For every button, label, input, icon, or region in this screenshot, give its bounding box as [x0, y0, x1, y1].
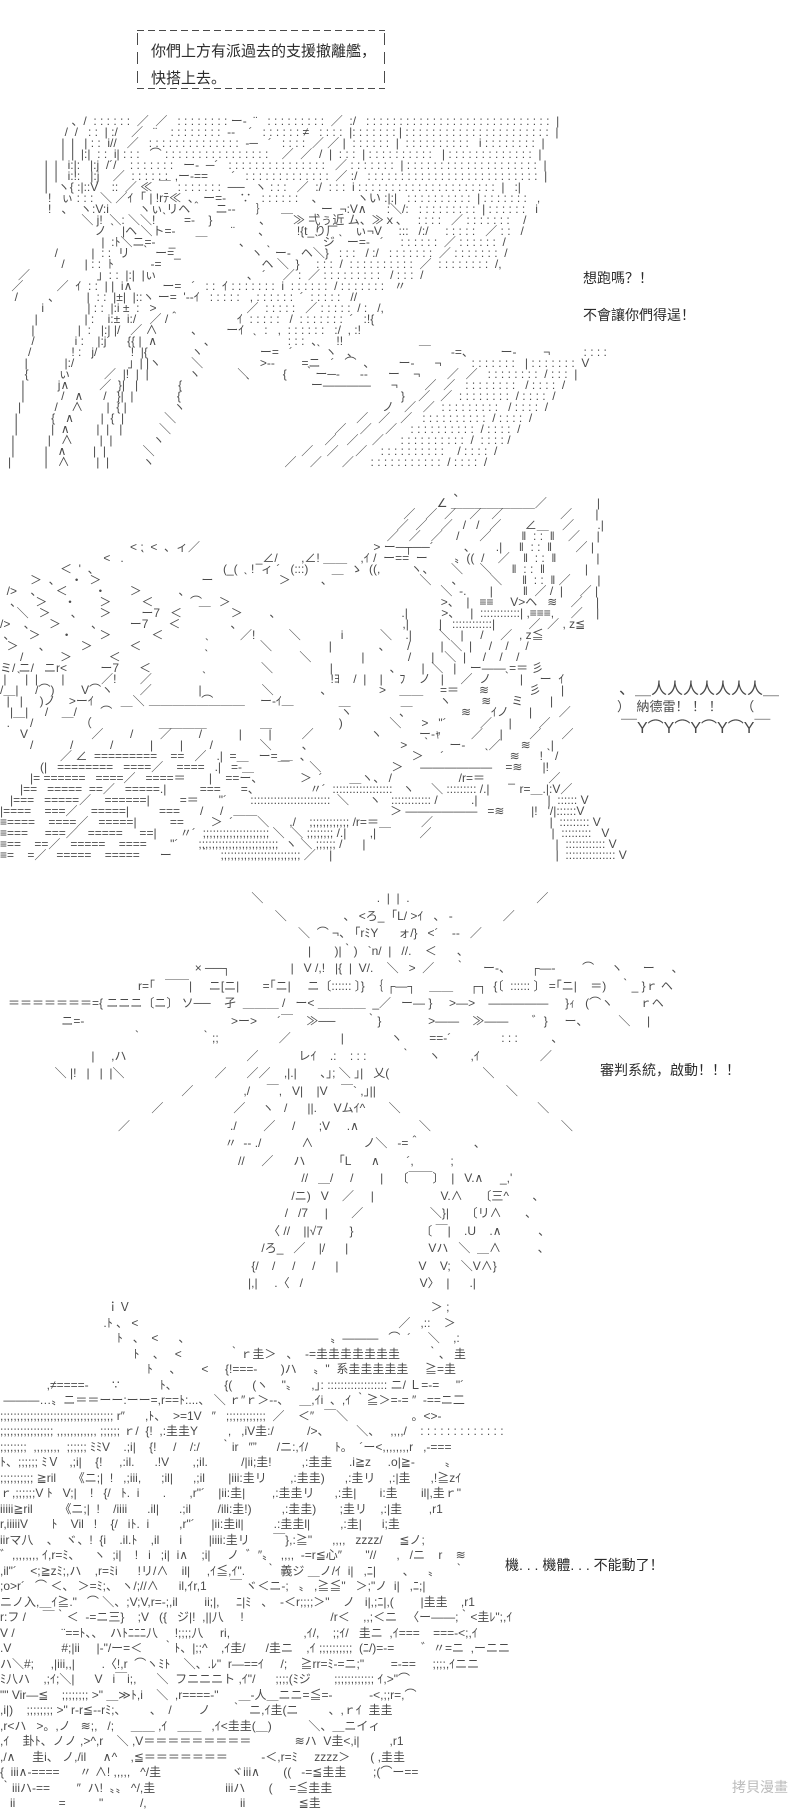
- aa-wreck: 、 ∠ ＿＿＿＿＿＿＿／ |: [0, 485, 627, 862]
- watermark: 拷貝漫畫: [732, 1779, 788, 1795]
- dialogue-box-border-top: [137, 30, 385, 31]
- aa-mecha-x: ＼ . | | . ／ ＼ 、 <ろ_ ｢L/ >ｲ 、: [8, 891, 684, 1290]
- dialogue-line-1: 你們上方有派過去的支援撤離艦，: [151, 43, 377, 60]
- aa-mecha-big: ｉＶ ＞ ; .ﾄ 、 <: [0, 1300, 513, 1810]
- dialogue-box-border-left: [137, 33, 138, 86]
- speech-judgement: 審判系統，啟動！！！: [600, 1062, 740, 1078]
- speech-cant-move: 機. . . 機體. . . 不能動了！: [505, 1557, 664, 1573]
- aa-figure: 、/ : : : : : : ／ ／ : : : : : : : : ー‐ ¨ …: [8, 114, 607, 469]
- dialogue-box-border-right: [384, 33, 385, 86]
- speech-wont-let-you: 不會讓你們得逞！: [583, 307, 695, 323]
- dialogue-box: 你們上方有派過去的支援撤離艦， 快搭上去。: [137, 30, 385, 89]
- dialogue-box-border-bottom: [137, 88, 385, 89]
- speech-want-to-run: 想跑嗎？！: [583, 270, 653, 286]
- shout-bubble-top: 、＿人人人人人人人＿: [619, 681, 780, 698]
- shout-bubble-text: ） 納德雷！ ！ ！ （: [617, 699, 755, 714]
- dialogue-line-2: 快搭上去。: [151, 70, 227, 87]
- shout-bubble-bottom: ￣Y⌒Y⌒Y⌒Y⌒Y￣: [621, 720, 771, 737]
